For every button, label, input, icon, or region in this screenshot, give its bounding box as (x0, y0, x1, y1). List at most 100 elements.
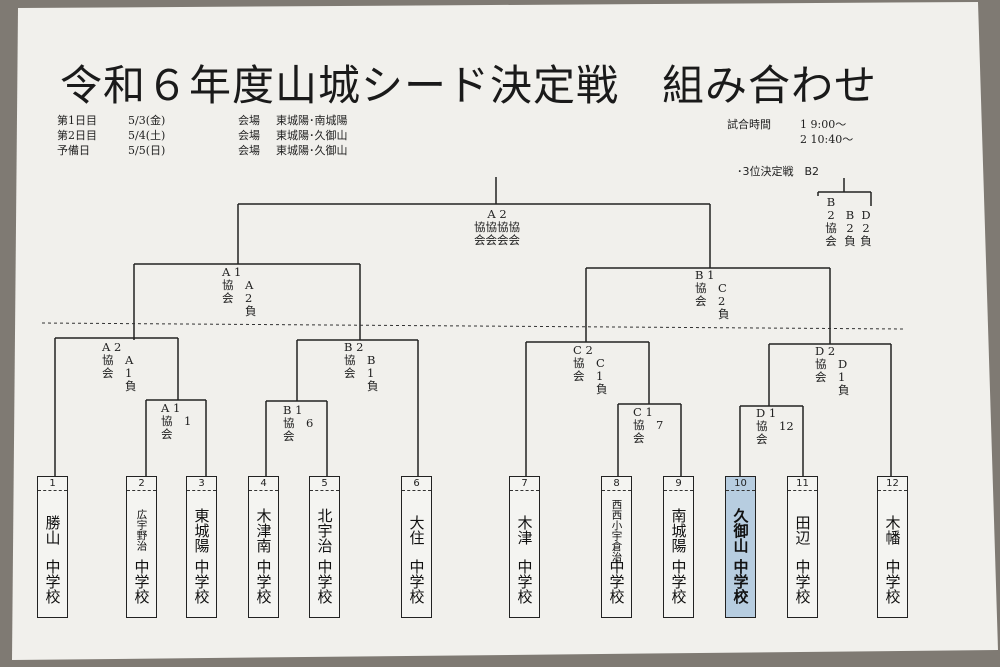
match-time-1: 1 9:00～ (800, 118, 847, 131)
label-line: 協 6 (283, 416, 314, 430)
team-name: 東城陽 (192, 507, 211, 553)
label-line: 負 (573, 382, 608, 396)
team-name: 広宇野治 (135, 509, 148, 551)
first-round-label-c1: C 1 協 7 会 (633, 406, 673, 445)
final-match-label: A 2 協協協協 会会会会 (462, 208, 532, 247)
label-line: 会 1 (344, 366, 375, 380)
label-line: 協 12 (756, 419, 794, 433)
first-round-label-b1: B 1 協 6 会 (283, 404, 323, 443)
schedule-venue-3: 東城陽･久御山 (276, 144, 348, 157)
semifinal-label-a1: A 1 協 A 会 2 負 (222, 266, 262, 318)
team-school-suffix: 中学校 (793, 558, 812, 604)
label-line: 2 (846, 221, 854, 235)
label-line: 負 (815, 383, 850, 397)
quarterfinal-label-c2: C 2 協 C 会 1 負 (573, 344, 613, 396)
team-box: 10 久御山中学校 (725, 476, 756, 618)
label-line: 会 1 (815, 370, 846, 384)
schedule-venue-1: 東城陽･南城陽 (276, 114, 348, 127)
label-line: 負 (860, 234, 872, 248)
label-line: 協 C (695, 281, 727, 295)
schedule-date-3: 5/5(日) (128, 144, 166, 157)
team-number: 6 (402, 477, 431, 491)
team-name: 木幡 (883, 515, 902, 545)
team-school-suffix: 中学校 (254, 558, 273, 604)
team-number: 10 (726, 477, 755, 491)
team-name: 木津南 (254, 507, 273, 553)
label-line: 協 (825, 221, 837, 235)
team-school-suffix: 中学校 (192, 558, 211, 604)
label-line: 協 A (222, 278, 254, 292)
label-line: A 2 (487, 207, 507, 221)
label-line: 協 7 (633, 418, 664, 432)
schedule-date-2: 5/4(土) (128, 129, 166, 142)
label-line: 負 (844, 234, 856, 248)
team-number: 7 (510, 477, 539, 491)
team-number: 11 (788, 477, 817, 491)
team-box: 6 大住中学校 (401, 476, 432, 618)
label-line: 協 A (102, 353, 134, 367)
team-name: 木津 (515, 515, 534, 545)
quarterfinal-label-a2: A 2 協 A 会 1 負 (102, 341, 142, 393)
label-line: 会 2 (222, 291, 253, 305)
team-school-suffix: 中学校 (669, 558, 688, 604)
team-school-suffix: 中学校 (315, 558, 334, 604)
schedule-venue-label-1: 会場 (238, 114, 260, 127)
label-line: 会 (283, 429, 295, 443)
team-number: 2 (127, 477, 156, 491)
label-line: 会 2 (695, 294, 726, 308)
first-round-label-a1: A 1 協 1 会 (161, 402, 201, 441)
team-name: 大住 (407, 515, 426, 545)
label-line: 2 (862, 221, 870, 235)
label-line: 協 1 (161, 414, 192, 428)
label-line: 協 B (344, 353, 376, 367)
label-line: 負 (344, 379, 379, 393)
label-line: C 2 (573, 343, 593, 357)
team-school-suffix: 中学校 (132, 558, 151, 604)
team-school-suffix: 中学校 (407, 558, 426, 604)
label-line: 協 D (815, 357, 848, 371)
label-line: A 1 (222, 265, 242, 279)
label-line: D 2 (815, 344, 836, 358)
schedule-day-3: 予備日 (57, 144, 90, 157)
team-name: 久御山 (731, 507, 750, 553)
schedule-venue-label-3: 会場 (238, 144, 260, 157)
quarterfinal-label-b2: B 2 協 B 会 1 負 (344, 341, 384, 393)
team-name: 西西小宇倉治 (610, 498, 623, 562)
label-line: 負 (695, 307, 730, 321)
label-line: B 1 (695, 268, 715, 282)
schedule-venue-label-2: 会場 (238, 129, 260, 142)
schedule-day-2: 第2日目 (57, 129, 97, 142)
page-title: 令和６年度山城シード決定戦 組み合わせ (60, 61, 878, 110)
third-place-left-label: B 2 協 会 (824, 196, 838, 248)
label-line: C 1 (633, 405, 653, 419)
label-line: 協 C (573, 356, 605, 370)
label-line: A 1 (161, 401, 181, 415)
label-line: 協協協協 (474, 220, 520, 234)
label-line: 会 1 (102, 366, 133, 380)
label-line: 会 (825, 234, 837, 248)
first-round-label-d1: D 1 協 12 会 (756, 407, 800, 446)
team-number: 12 (878, 477, 907, 491)
label-line: A 2 (102, 340, 122, 354)
team-school-suffix: 中学校 (43, 558, 62, 604)
quarterfinal-label-d2: D 2 協 D 会 1 負 (815, 345, 855, 397)
label-line: B 2 (826, 195, 836, 222)
semifinal-label-b1: B 1 協 C 会 2 負 (695, 269, 735, 321)
team-school-suffix: 中学校 (515, 558, 534, 604)
third-place-title: ･3位決定戦 B2 (737, 165, 820, 178)
schedule-day-1: 第1日目 (57, 114, 97, 127)
schedule-date-1: 5/3(金) (128, 114, 166, 127)
team-school-suffix: 中学校 (731, 558, 750, 604)
label-line: D 1 (756, 406, 777, 420)
team-name: 勝山 (43, 515, 62, 545)
team-name: 南城陽 (669, 507, 688, 553)
third-place-right-label: D 2 負 (859, 209, 873, 248)
